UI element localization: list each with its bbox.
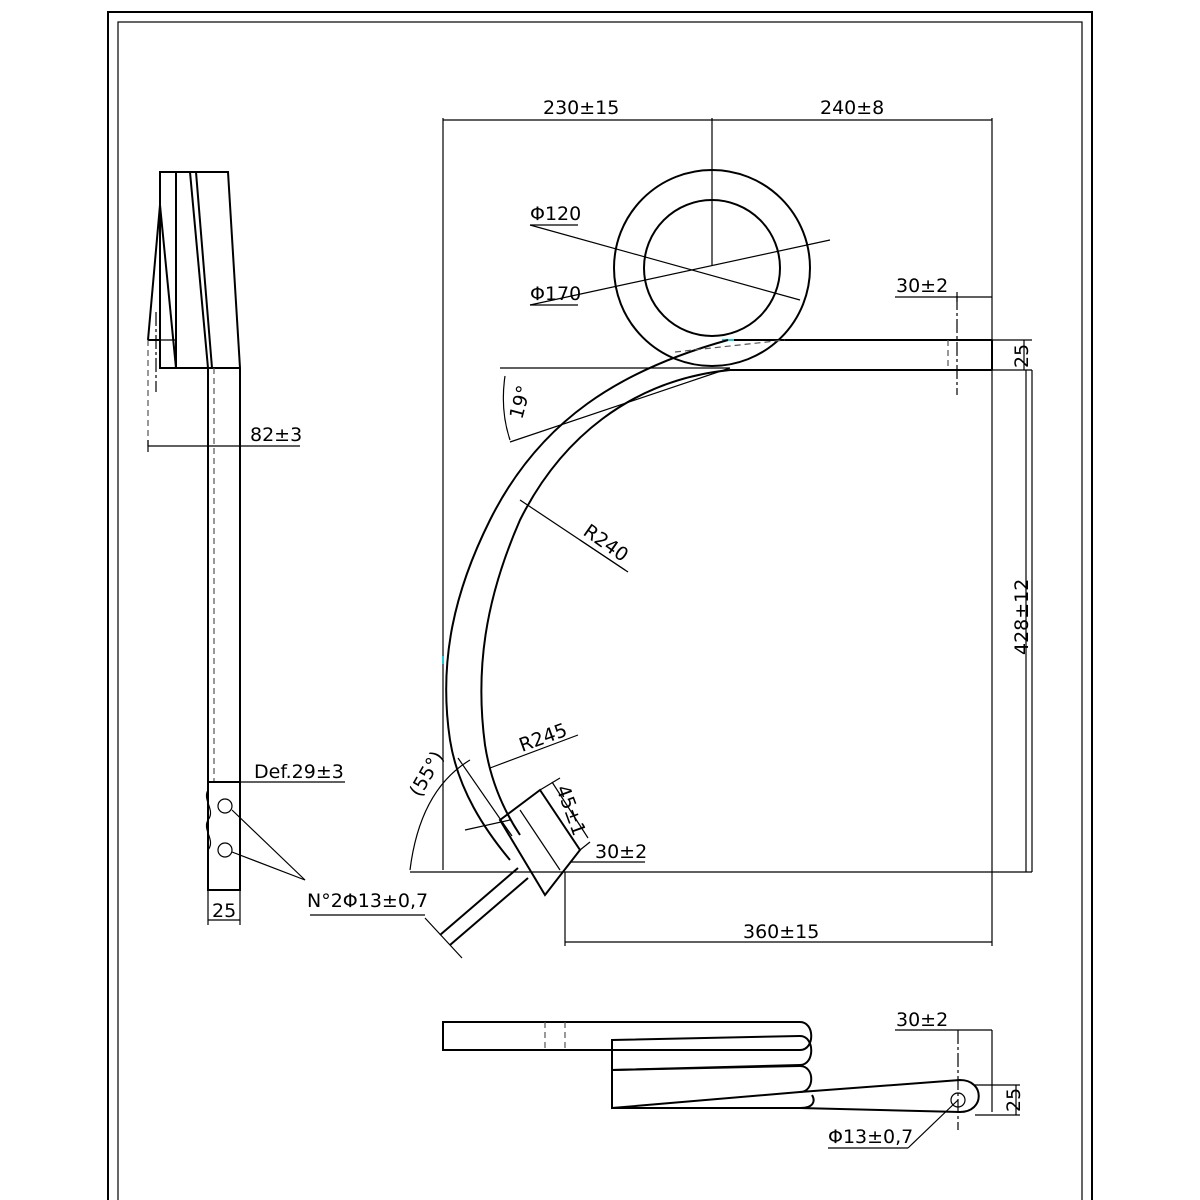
dim-top-left-label: 230±15 [543, 97, 619, 119]
bottom-view-hole-label: Φ13±0,7 [828, 1126, 913, 1148]
angle-top-label: 19° [506, 383, 536, 421]
height-label: 428±12 [1011, 579, 1033, 655]
angle-lower-label: (55°) [405, 747, 448, 800]
bottom-length-label: 360±15 [743, 921, 819, 943]
coil-inner-dia-label: Φ120 [530, 203, 581, 225]
bottom-view-offset-label: 30±2 [896, 1009, 948, 1031]
bottom-view-arm-width-label: 25 [1003, 1088, 1025, 1112]
coil-outer-dia-label: Φ170 [530, 283, 581, 305]
holes-label: N°2Φ13±0,7 [307, 890, 428, 912]
tip-offset-label: 30±2 [595, 841, 647, 863]
arm-offset-top-label: 30±2 [896, 275, 948, 297]
side-width-label: 82±3 [250, 424, 302, 446]
dim-top-right-label: 240±8 [820, 97, 884, 119]
radius-lower-label: R245 [516, 719, 570, 757]
bottom-view: 30±2 25 Φ13±0,7 [442, 1009, 1025, 1149]
side-view: 82±3 Def.29±3 25 [147, 171, 345, 925]
arm-width-top-label: 25 [1011, 344, 1033, 368]
drawing-frame [107, 11, 1093, 1200]
side-tip-width-label: 25 [212, 900, 236, 922]
front-view: 230±15 240±8 Φ120 Φ170 30±2 25 1 [307, 97, 1033, 959]
tip-width-label: 45±1 [551, 782, 590, 839]
deflection-label: Def.29±3 [254, 761, 344, 783]
radius-upper-label: R240 [579, 520, 632, 566]
